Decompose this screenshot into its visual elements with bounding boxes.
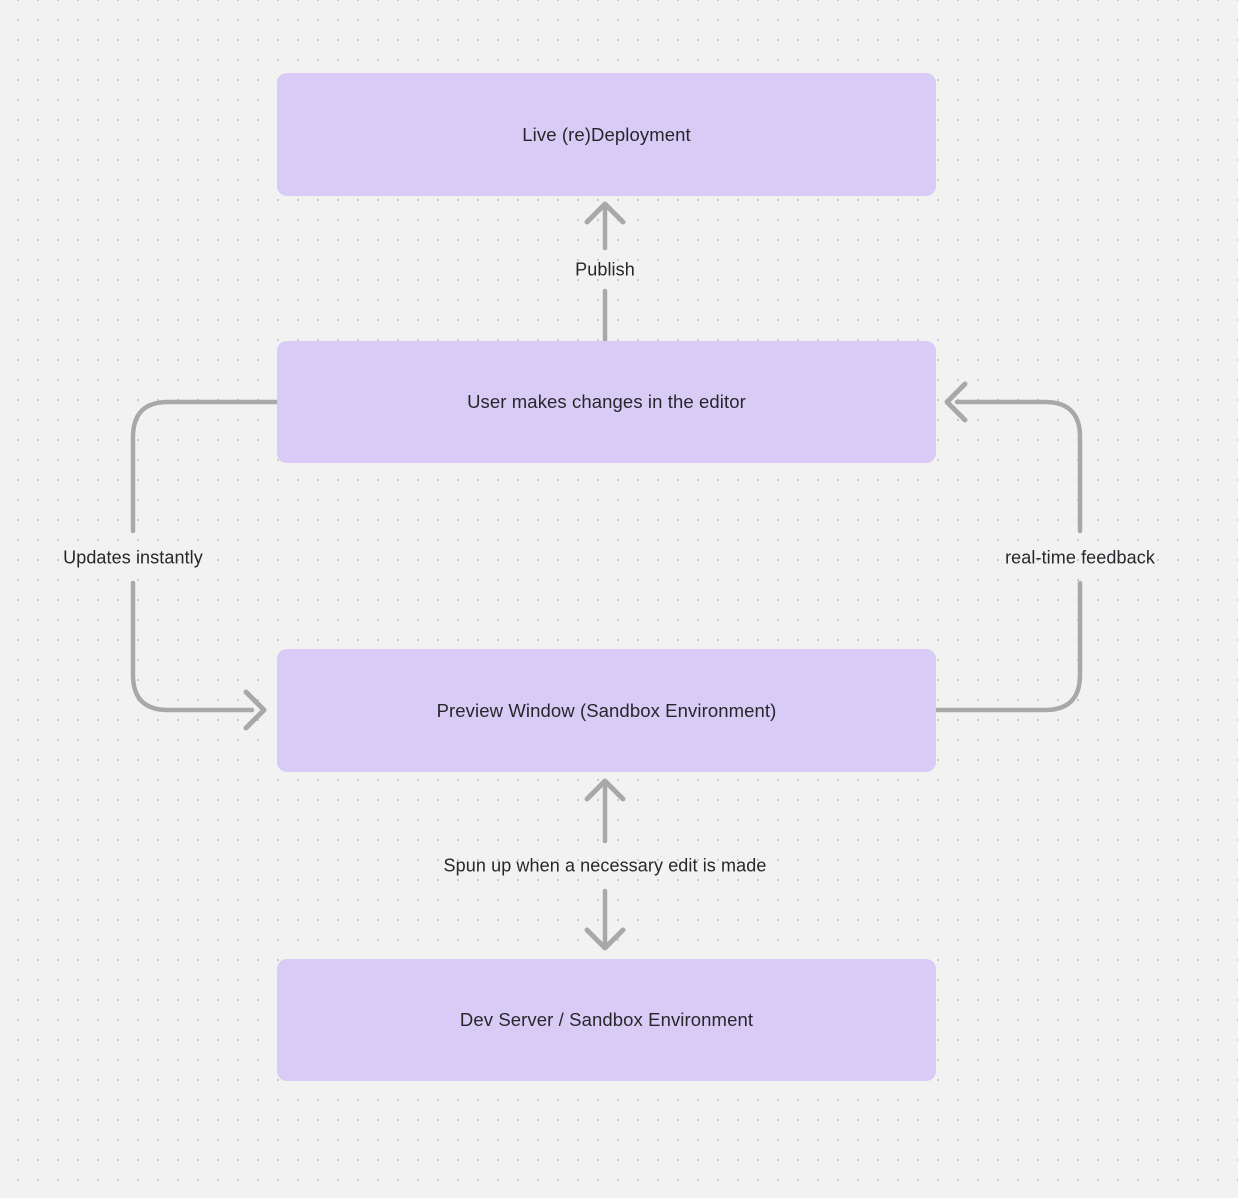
node-user-editor[interactable]: User makes changes in the editor: [277, 341, 936, 463]
arrowhead-right-icon: [243, 689, 267, 731]
node-preview-window[interactable]: Preview Window (Sandbox Environment): [277, 649, 936, 772]
edge-label-real-time-feedback: real-time feedback: [1005, 547, 1155, 568]
edge-label-spun-up: Spun up when a necessary edit is made: [443, 855, 767, 876]
edge-label-updates-instantly: Updates instantly: [63, 547, 203, 568]
node-dev-server[interactable]: Dev Server / Sandbox Environment: [277, 959, 936, 1081]
arrowhead-up-icon: [584, 201, 626, 225]
edge-label-publish: Publish: [575, 259, 635, 280]
node-user-editor-label: User makes changes in the editor: [467, 391, 746, 412]
arrowhead-left-icon: [944, 381, 968, 423]
arrowhead-down-icon: [584, 927, 626, 951]
arrowhead-up-icon: [584, 778, 626, 802]
node-dev-server-label: Dev Server / Sandbox Environment: [459, 1009, 754, 1030]
node-live-redeployment[interactable]: Live (re)Deployment: [277, 73, 936, 196]
node-live-redeployment-label: Live (re)Deployment: [522, 123, 691, 145]
node-preview-window-label: Preview Window (Sandbox Environment): [436, 699, 777, 721]
